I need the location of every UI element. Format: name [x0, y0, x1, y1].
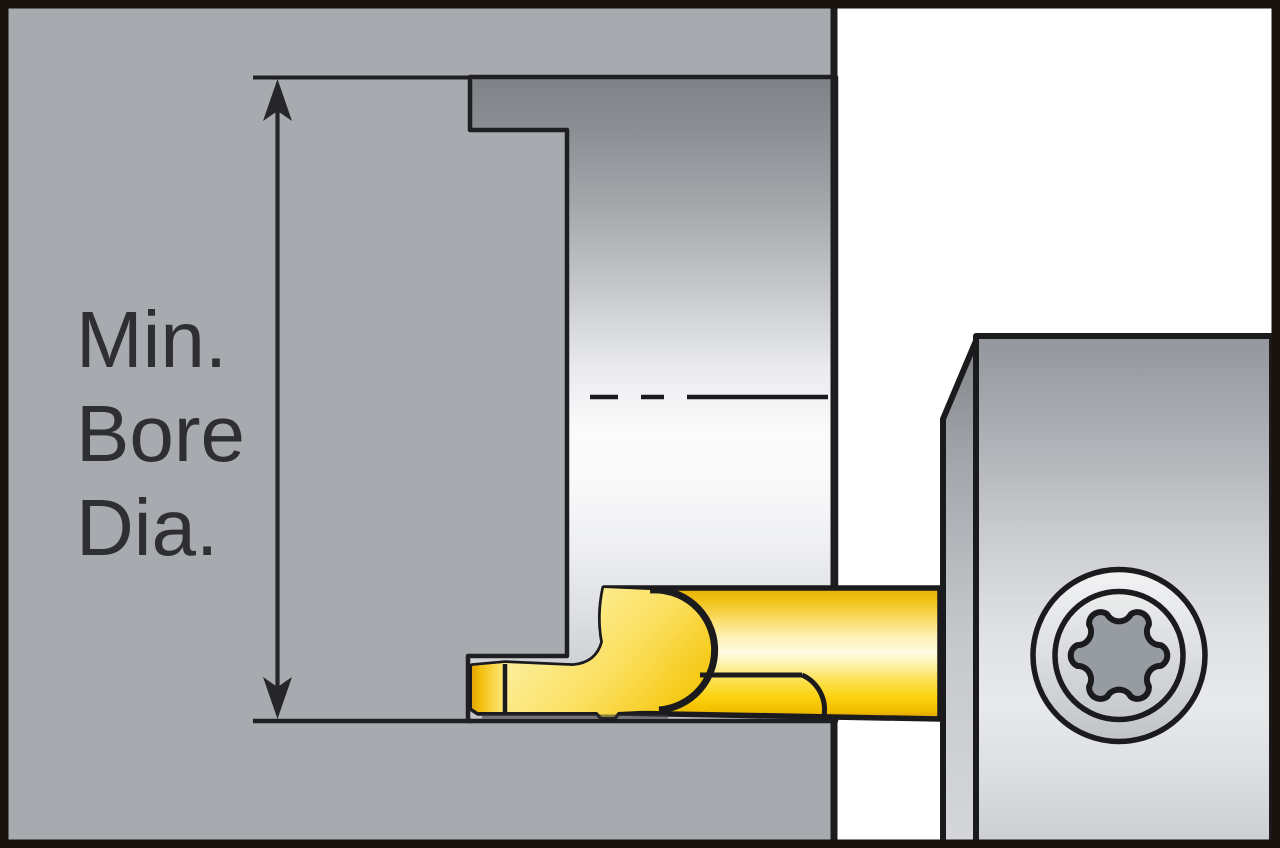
label-line-3: Dia.: [76, 483, 218, 572]
boring-bar-with-grooving-insert: [469, 585, 943, 722]
insert-nose: [472, 588, 715, 717]
insert-cutting-edge-arc: [649, 586, 719, 714]
tool-holder-block: [940, 333, 1275, 848]
insert-tip-facet: [472, 663, 505, 712]
torx-screw-icon: [1030, 566, 1208, 745]
arrowhead-down-icon: [263, 677, 292, 719]
min-bore-dia-label: Min. Bore Dia.: [76, 295, 267, 572]
bar-step-curve: [800, 672, 828, 717]
holder-side-face: [940, 333, 981, 848]
label-line-1: Min.: [76, 295, 227, 384]
arrowhead-up-icon: [263, 79, 292, 121]
label-line-2: Bore: [76, 389, 245, 478]
torx-star: [1067, 609, 1171, 702]
min-bore-diameter-dimension-arrow: [263, 79, 292, 719]
